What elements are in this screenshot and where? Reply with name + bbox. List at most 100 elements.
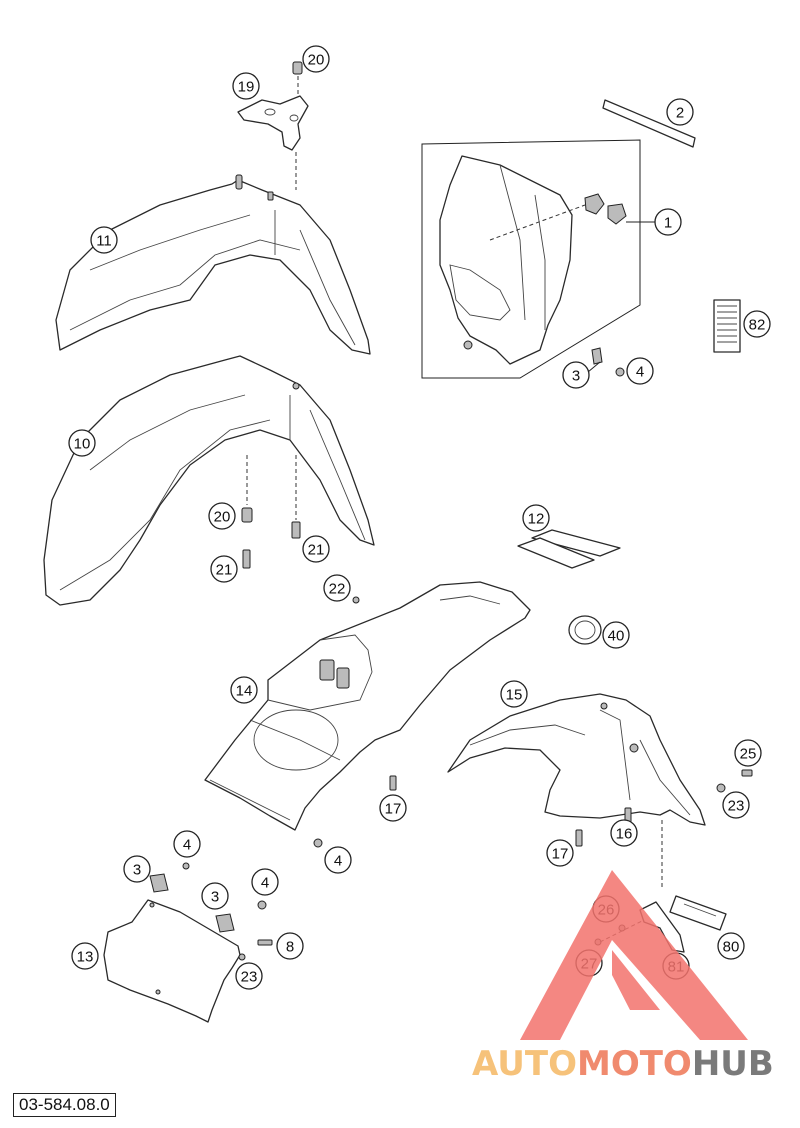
callout-circle — [208, 502, 236, 530]
callout-4: 4 — [626, 357, 654, 385]
part-headlight-mask-1 — [421, 139, 656, 379]
part-plug-22 — [352, 596, 360, 604]
callout-number: 12 — [528, 511, 545, 528]
callout-4: 4 — [324, 846, 352, 874]
callout-number: 22 — [329, 581, 346, 598]
callout-21: 21 — [210, 555, 238, 583]
callout-23: 23 — [722, 791, 750, 819]
callout-25: 25 — [734, 739, 762, 767]
callout-number: 3 — [572, 368, 580, 385]
callout-number: 13 — [77, 949, 94, 966]
watermark-logo — [520, 870, 748, 1040]
callout-19: 19 — [232, 72, 260, 100]
callout-circle — [610, 819, 638, 847]
callout-number: 17 — [385, 801, 402, 818]
callout-14: 14 — [230, 676, 258, 704]
watermark-triangle-icon — [520, 870, 748, 1040]
callout-10: 10 — [68, 429, 96, 457]
callout-number: 4 — [334, 853, 342, 870]
callout-3: 3 — [562, 361, 590, 389]
part-grommet-40 — [568, 615, 602, 645]
callout-number: 21 — [308, 542, 325, 559]
callout-circle — [68, 429, 96, 457]
callout-circle — [123, 855, 151, 883]
callout-17: 17 — [546, 839, 574, 867]
hardware-20-21 — [241, 507, 301, 569]
callout-number: 23 — [728, 798, 745, 815]
callout-circle — [324, 846, 352, 874]
callout-number: 4 — [183, 837, 191, 854]
callout-number: 14 — [236, 683, 253, 700]
callout-number: 80 — [723, 939, 740, 956]
part-rear-fender-15 — [447, 693, 753, 890]
callout-circle — [562, 361, 590, 389]
callout-circle — [666, 98, 694, 126]
callout-8: 8 — [276, 932, 304, 960]
callout-number: 23 — [241, 969, 258, 986]
callout-circle — [276, 932, 304, 960]
callout-12: 12 — [522, 504, 550, 532]
callout-circle — [602, 621, 630, 649]
watermark-text: AUTOMOTOHUB — [472, 1044, 774, 1084]
callout-circle — [232, 72, 260, 100]
callout-number: 2 — [676, 105, 684, 122]
callout-40: 40 — [602, 621, 630, 649]
callout-circle — [173, 830, 201, 858]
callout-number: 21 — [216, 562, 233, 579]
part-rear-fender-14 — [204, 581, 531, 848]
callout-number: 1 — [664, 215, 672, 232]
callout-17: 17 — [379, 794, 407, 822]
callout-number: 8 — [286, 939, 294, 956]
watermark-part-hub: HUB — [691, 1044, 774, 1084]
callout-circle — [302, 45, 330, 73]
part-bracket-19 — [237, 61, 309, 190]
callout-1: 1 — [654, 208, 682, 236]
callout-circle — [546, 839, 574, 867]
callout-number: 4 — [261, 875, 269, 892]
callout-23: 23 — [235, 962, 263, 990]
callout-circle — [743, 310, 771, 338]
callout-circle — [90, 226, 118, 254]
part-plate-13 — [103, 862, 273, 1023]
callout-11: 11 — [90, 226, 118, 254]
callout-13: 13 — [71, 942, 99, 970]
callout-3: 3 — [201, 882, 229, 910]
part-strip-2 — [602, 99, 696, 148]
callout-number: 3 — [133, 862, 141, 879]
drawing-code-label: 03-584.08.0 — [13, 1093, 116, 1117]
part-pads-12 — [517, 529, 621, 569]
callout-circle — [522, 504, 550, 532]
callout-circle — [230, 676, 258, 704]
callout-number: 17 — [552, 846, 569, 863]
callout-number: 20 — [214, 509, 231, 526]
callout-15: 15 — [500, 680, 528, 708]
callout-circle — [251, 868, 279, 896]
callout-number: 15 — [506, 687, 523, 704]
part-front-fender-10 — [43, 355, 375, 606]
callout-circle — [717, 932, 745, 960]
callout-number: 10 — [74, 436, 91, 453]
callout-22: 22 — [323, 574, 351, 602]
callout-20: 20 — [208, 502, 236, 530]
callout-number: 16 — [616, 826, 633, 843]
callout-80: 80 — [717, 932, 745, 960]
callout-number: 19 — [238, 79, 255, 96]
callout-2: 2 — [666, 98, 694, 126]
callout-3: 3 — [123, 855, 151, 883]
callout-circle — [654, 208, 682, 236]
callout-circle — [379, 794, 407, 822]
callout-circle — [210, 555, 238, 583]
callout-circle — [201, 882, 229, 910]
callout-number: 20 — [308, 52, 325, 69]
callout-circle — [500, 680, 528, 708]
callout-20: 20 — [302, 45, 330, 73]
callout-number: 82 — [749, 317, 766, 334]
callout-circle — [626, 357, 654, 385]
callout-circle — [235, 962, 263, 990]
callout-4: 4 — [251, 868, 279, 896]
callout-number: 40 — [608, 628, 625, 645]
hardware-3-4-mask — [587, 347, 625, 377]
callout-circle — [323, 574, 351, 602]
